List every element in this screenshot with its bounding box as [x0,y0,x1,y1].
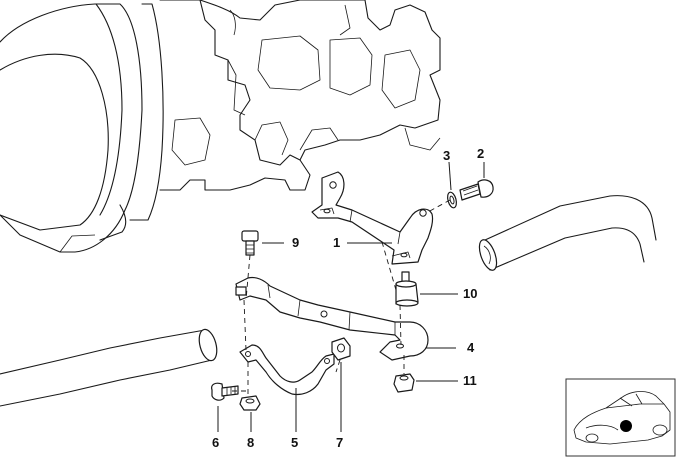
callout-2[interactable]: 2 [477,146,485,161]
callout-5[interactable]: 5 [291,435,299,450]
callout-4[interactable]: 4 [467,340,475,355]
bolt-and-washer [447,179,494,209]
callout-7[interactable]: 7 [336,435,344,450]
callout-9[interactable]: 9 [292,235,300,250]
callout-11[interactable]: 11 [463,373,477,388]
rubber-mount [395,271,419,307]
vehicle-location-inset [565,378,676,457]
callout-6[interactable]: 6 [212,435,220,450]
bolt-6 [211,382,239,401]
callout-10[interactable]: 10 [463,286,478,301]
exhaust-pipe-right [478,195,657,271]
leader-lines [217,161,485,432]
upper-bracket [311,171,434,265]
nut-8 [239,395,261,411]
bolt-9 [241,230,259,256]
lower-bracket [235,276,429,361]
exhaust-clamp [239,344,335,396]
callout-1[interactable]: 1 [333,235,341,250]
callout-8[interactable]: 8 [247,435,255,450]
callout-3[interactable]: 3 [443,148,451,163]
nut-11 [393,373,415,393]
nut-7 [331,337,351,361]
location-marker [620,420,632,432]
alignment-lines [232,199,451,396]
transmission-housing [0,0,441,253]
exhaust-pipe-left [0,328,218,407]
